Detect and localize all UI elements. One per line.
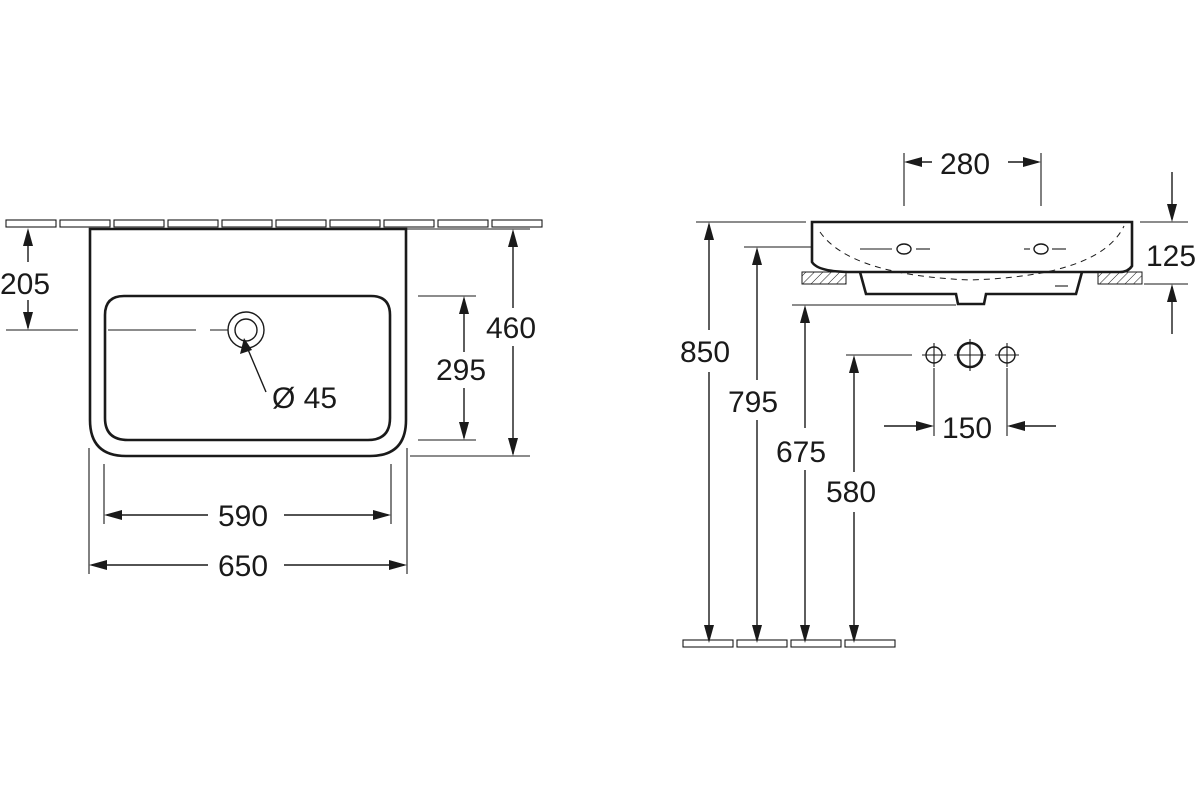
basin-bowl-outline — [103, 294, 392, 442]
dim-205-label: 205 — [0, 268, 50, 301]
dim-150 — [884, 368, 1056, 436]
dim-795-label: 795 — [728, 386, 778, 419]
dim-590-label: 590 — [218, 500, 268, 533]
dim-125 — [1140, 172, 1188, 334]
side-view: 280 125 — [680, 148, 1196, 648]
side-basin-body — [858, 271, 1084, 306]
side-basin-rim — [810, 220, 1134, 274]
dim-580 — [849, 355, 859, 643]
dim-125-label: 125 — [1146, 240, 1196, 273]
dim-280 — [903, 153, 1042, 206]
dim-295 — [418, 295, 476, 441]
dim-150-label: 150 — [942, 412, 992, 445]
dim-675-label: 675 — [776, 436, 826, 469]
dim-675 — [792, 304, 956, 643]
dim-650 — [88, 448, 408, 574]
basin-outer-outline — [88, 227, 408, 458]
drain-symbol — [108, 311, 267, 393]
dim-795 — [744, 246, 812, 643]
dim-295-label: 295 — [436, 354, 486, 387]
front-wall-tiles — [5, 219, 543, 228]
front-view: Ø 45 205 460 295 — [0, 219, 543, 583]
floor-tiles — [682, 639, 896, 648]
dim-650-label: 650 — [218, 550, 268, 583]
dim-205 — [6, 228, 78, 331]
dim-590 — [103, 464, 392, 524]
dim-280-label: 280 — [940, 148, 990, 181]
wall-bracket-right — [1097, 271, 1143, 285]
dim-460-label: 460 — [486, 312, 536, 345]
dim-drain-label: Ø 45 — [272, 382, 337, 415]
outlet-symbols — [846, 339, 1019, 371]
dim-850 — [696, 221, 806, 643]
dim-850-label: 850 — [680, 336, 730, 369]
dim-460 — [406, 228, 530, 457]
side-tap-holes — [860, 243, 1066, 255]
dim-580-label: 580 — [826, 476, 876, 509]
wall-bracket-left — [801, 271, 847, 285]
